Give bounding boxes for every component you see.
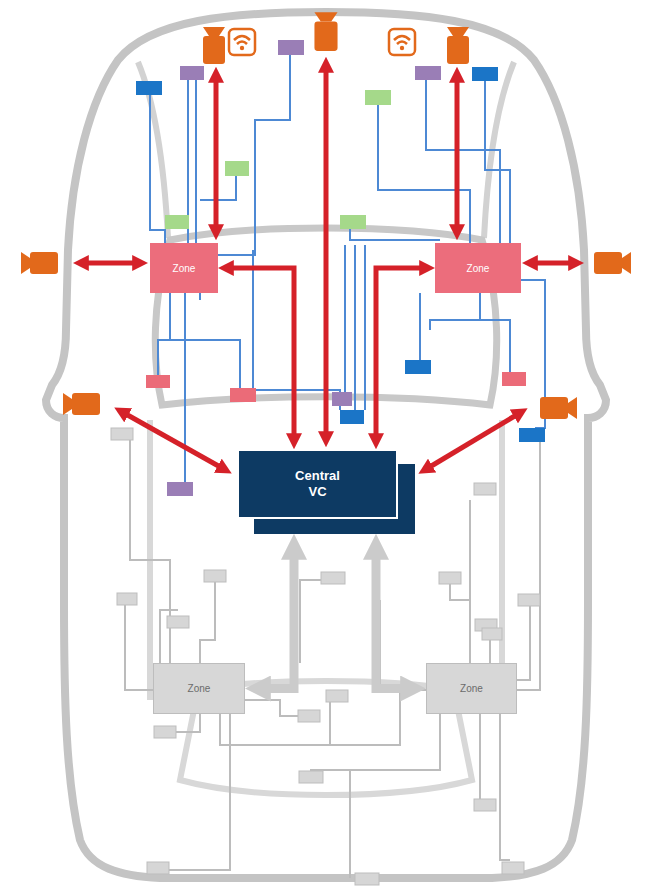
zone-controller: Zone xyxy=(153,663,245,714)
node-label: Zone xyxy=(188,683,211,694)
zone-controller: Zone xyxy=(150,243,218,293)
zone-controller: Zone xyxy=(435,243,521,293)
node-label: Zone xyxy=(173,263,196,274)
data-link-arrow xyxy=(376,552,408,689)
data-link-arrow xyxy=(263,552,294,689)
zone-controller: Zone xyxy=(426,663,517,714)
central-computer: Central VC xyxy=(237,449,398,519)
node-label: Zone xyxy=(467,263,490,274)
node-label: Zone xyxy=(460,683,483,694)
ethernet-arrow xyxy=(229,268,294,438)
node-label: Central VC xyxy=(288,468,348,501)
ethernet-arrow xyxy=(376,268,424,438)
